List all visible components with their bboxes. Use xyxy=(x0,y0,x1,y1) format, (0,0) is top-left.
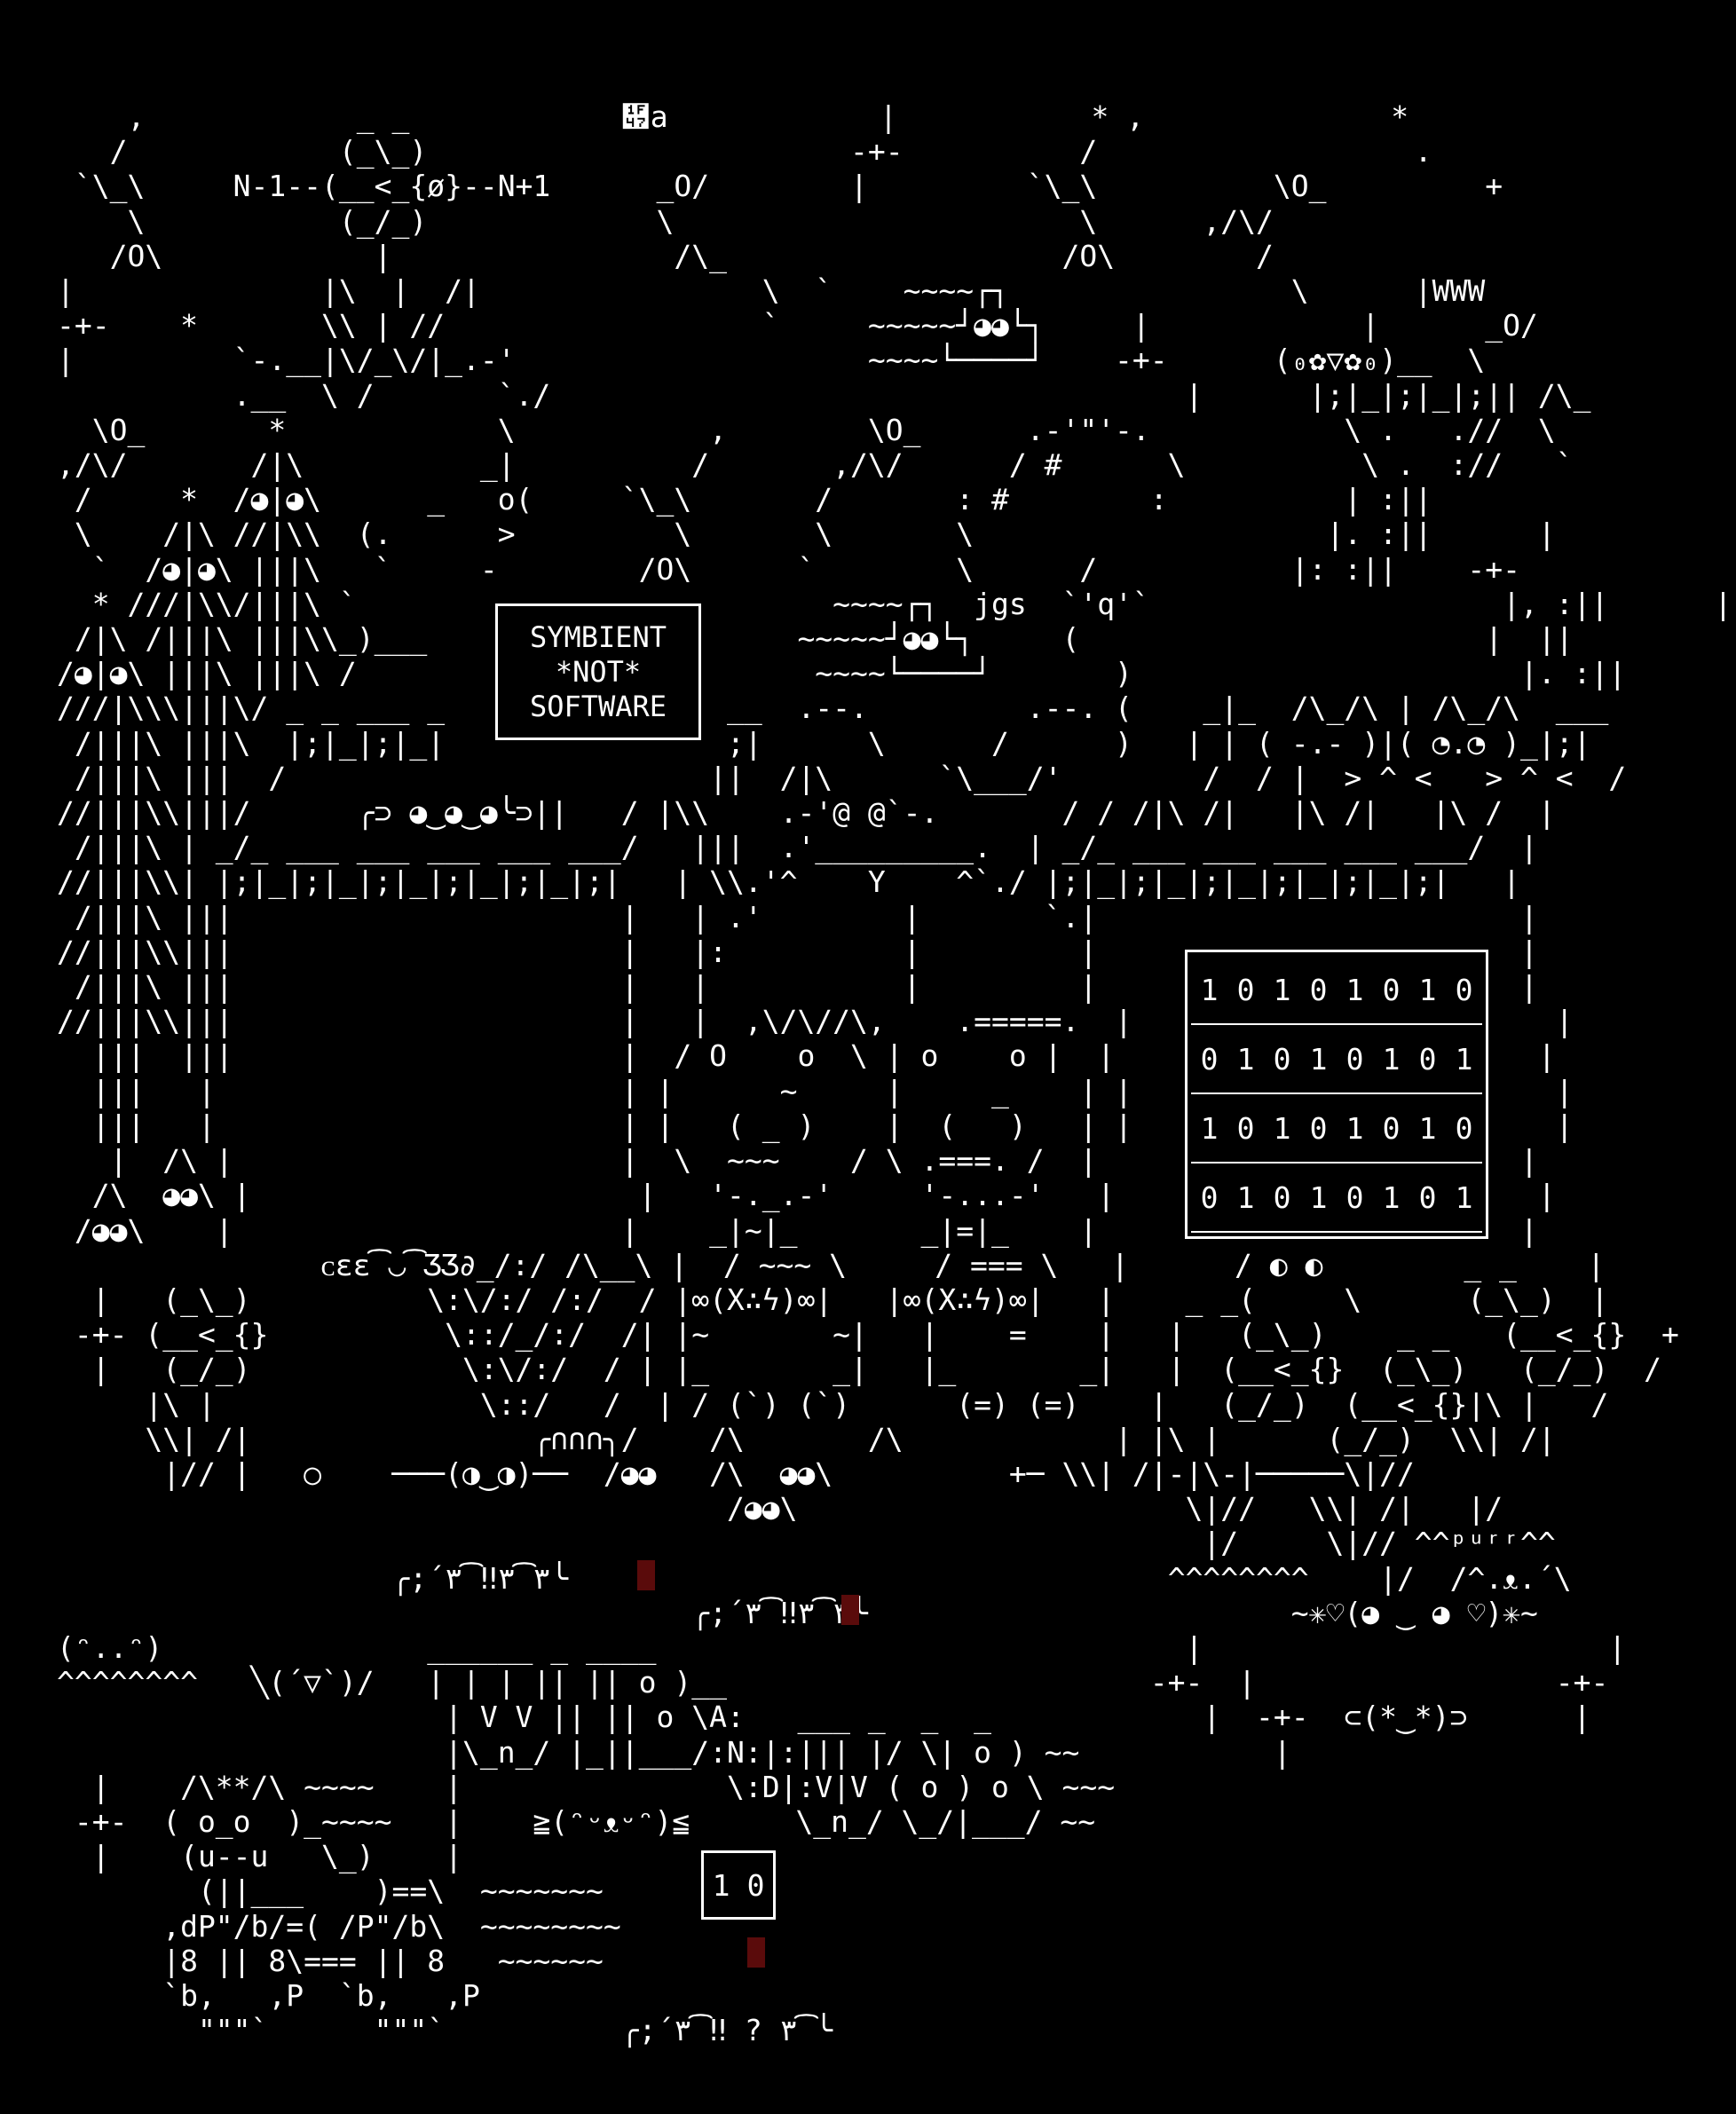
binary-cell: 1 xyxy=(1337,1094,1373,1163)
binary-cell: 0 xyxy=(1300,1094,1337,1163)
red-highlight-1 xyxy=(637,1560,655,1590)
binary-cell: 1 xyxy=(1373,1163,1409,1233)
sign-line-2: *NOT* xyxy=(555,655,642,689)
binary-cell: 1 xyxy=(1264,956,1300,1025)
binary-cell: 0 xyxy=(1191,1163,1227,1233)
sign-line-1: SYMBIENT xyxy=(529,620,667,654)
binary-cell: 0 xyxy=(1227,956,1264,1025)
binary-cell: 1 xyxy=(1446,1025,1482,1094)
binary-cell: 0 xyxy=(1300,956,1337,1025)
binary-cell: 1 xyxy=(1191,1094,1227,1163)
binary-cell: 0 xyxy=(1227,1094,1264,1163)
binary-cell: 1 xyxy=(1409,1094,1446,1163)
binary-box-digit-1: 1 xyxy=(712,1867,730,1903)
red-highlight-3 xyxy=(747,1937,765,1968)
binary-cell: 0 xyxy=(1337,1163,1373,1233)
ascii-art-block: , _ _ ὇a | * , * / (_\_) -+- / . `\_\ N-… xyxy=(57,99,1732,2048)
binary-box-digit-2: 0 xyxy=(746,1867,765,1903)
binary-cell: 1 xyxy=(1191,956,1227,1025)
binary-cell: 1 xyxy=(1300,1163,1337,1233)
binary-cell: 1 xyxy=(1409,956,1446,1025)
binary-cell: 1 xyxy=(1227,1025,1264,1094)
binary-cell: 1 xyxy=(1373,1025,1409,1094)
sign-text: SYMBIENT *NOT* SOFTWARE xyxy=(498,620,698,724)
binary-cell: 1 xyxy=(1264,1094,1300,1163)
binary-cell: 0 xyxy=(1337,1025,1373,1094)
binary-cell: 0 xyxy=(1191,1025,1227,1094)
red-highlight-2 xyxy=(841,1595,859,1625)
binary-cell: 0 xyxy=(1264,1025,1300,1094)
binary-cell: 0 xyxy=(1446,956,1482,1025)
sign-line-3: SOFTWARE xyxy=(529,690,667,723)
symbient-sign: SYMBIENT *NOT* SOFTWARE xyxy=(495,603,701,740)
binary-cell: 1 xyxy=(1300,1025,1337,1094)
binary-cell: 0 xyxy=(1409,1025,1446,1094)
binary-cell: 0 xyxy=(1373,1094,1409,1163)
binary-box: 1 0 xyxy=(701,1850,776,1920)
binary-cell: 1 xyxy=(1227,1163,1264,1233)
binary-cell: 0 xyxy=(1373,956,1409,1025)
binary-cell: 0 xyxy=(1446,1094,1482,1163)
binary-cell: 1 xyxy=(1446,1163,1482,1233)
binary-cell: 0 xyxy=(1264,1163,1300,1233)
binary-cell: 1 xyxy=(1337,956,1373,1025)
binary-cell: 0 xyxy=(1409,1163,1446,1233)
